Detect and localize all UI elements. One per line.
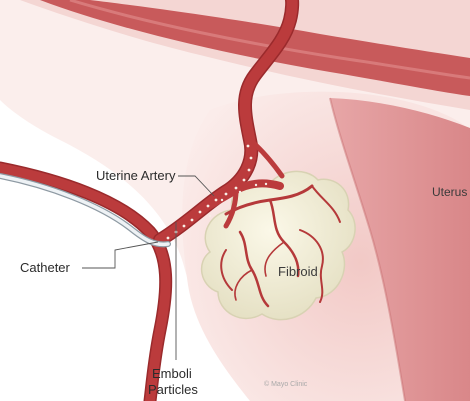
particle [248, 169, 251, 172]
particle [250, 157, 253, 160]
particle [207, 205, 210, 208]
particle [235, 187, 238, 190]
particle [199, 211, 202, 214]
credit-watermark: © Mayo Clinic [264, 380, 308, 388]
particle [167, 237, 170, 240]
particle [183, 225, 186, 228]
particle [221, 199, 223, 201]
particle [243, 179, 246, 182]
label-uterine-artery: Uterine Artery [96, 168, 176, 183]
particle [225, 193, 228, 196]
particle [265, 183, 267, 185]
particle [255, 184, 257, 186]
label-fibroid: Fibroid [278, 264, 318, 279]
label-uterus: Uterus [432, 185, 467, 199]
particle [247, 145, 250, 148]
particle [191, 219, 194, 222]
label-emboli-line2: Particles [148, 382, 198, 397]
leader-catheter [82, 242, 158, 268]
particle [239, 191, 241, 193]
label-emboli-line1: Emboli [152, 366, 192, 381]
label-catheter: Catheter [20, 260, 71, 275]
particle [209, 215, 211, 217]
particle [215, 199, 218, 202]
